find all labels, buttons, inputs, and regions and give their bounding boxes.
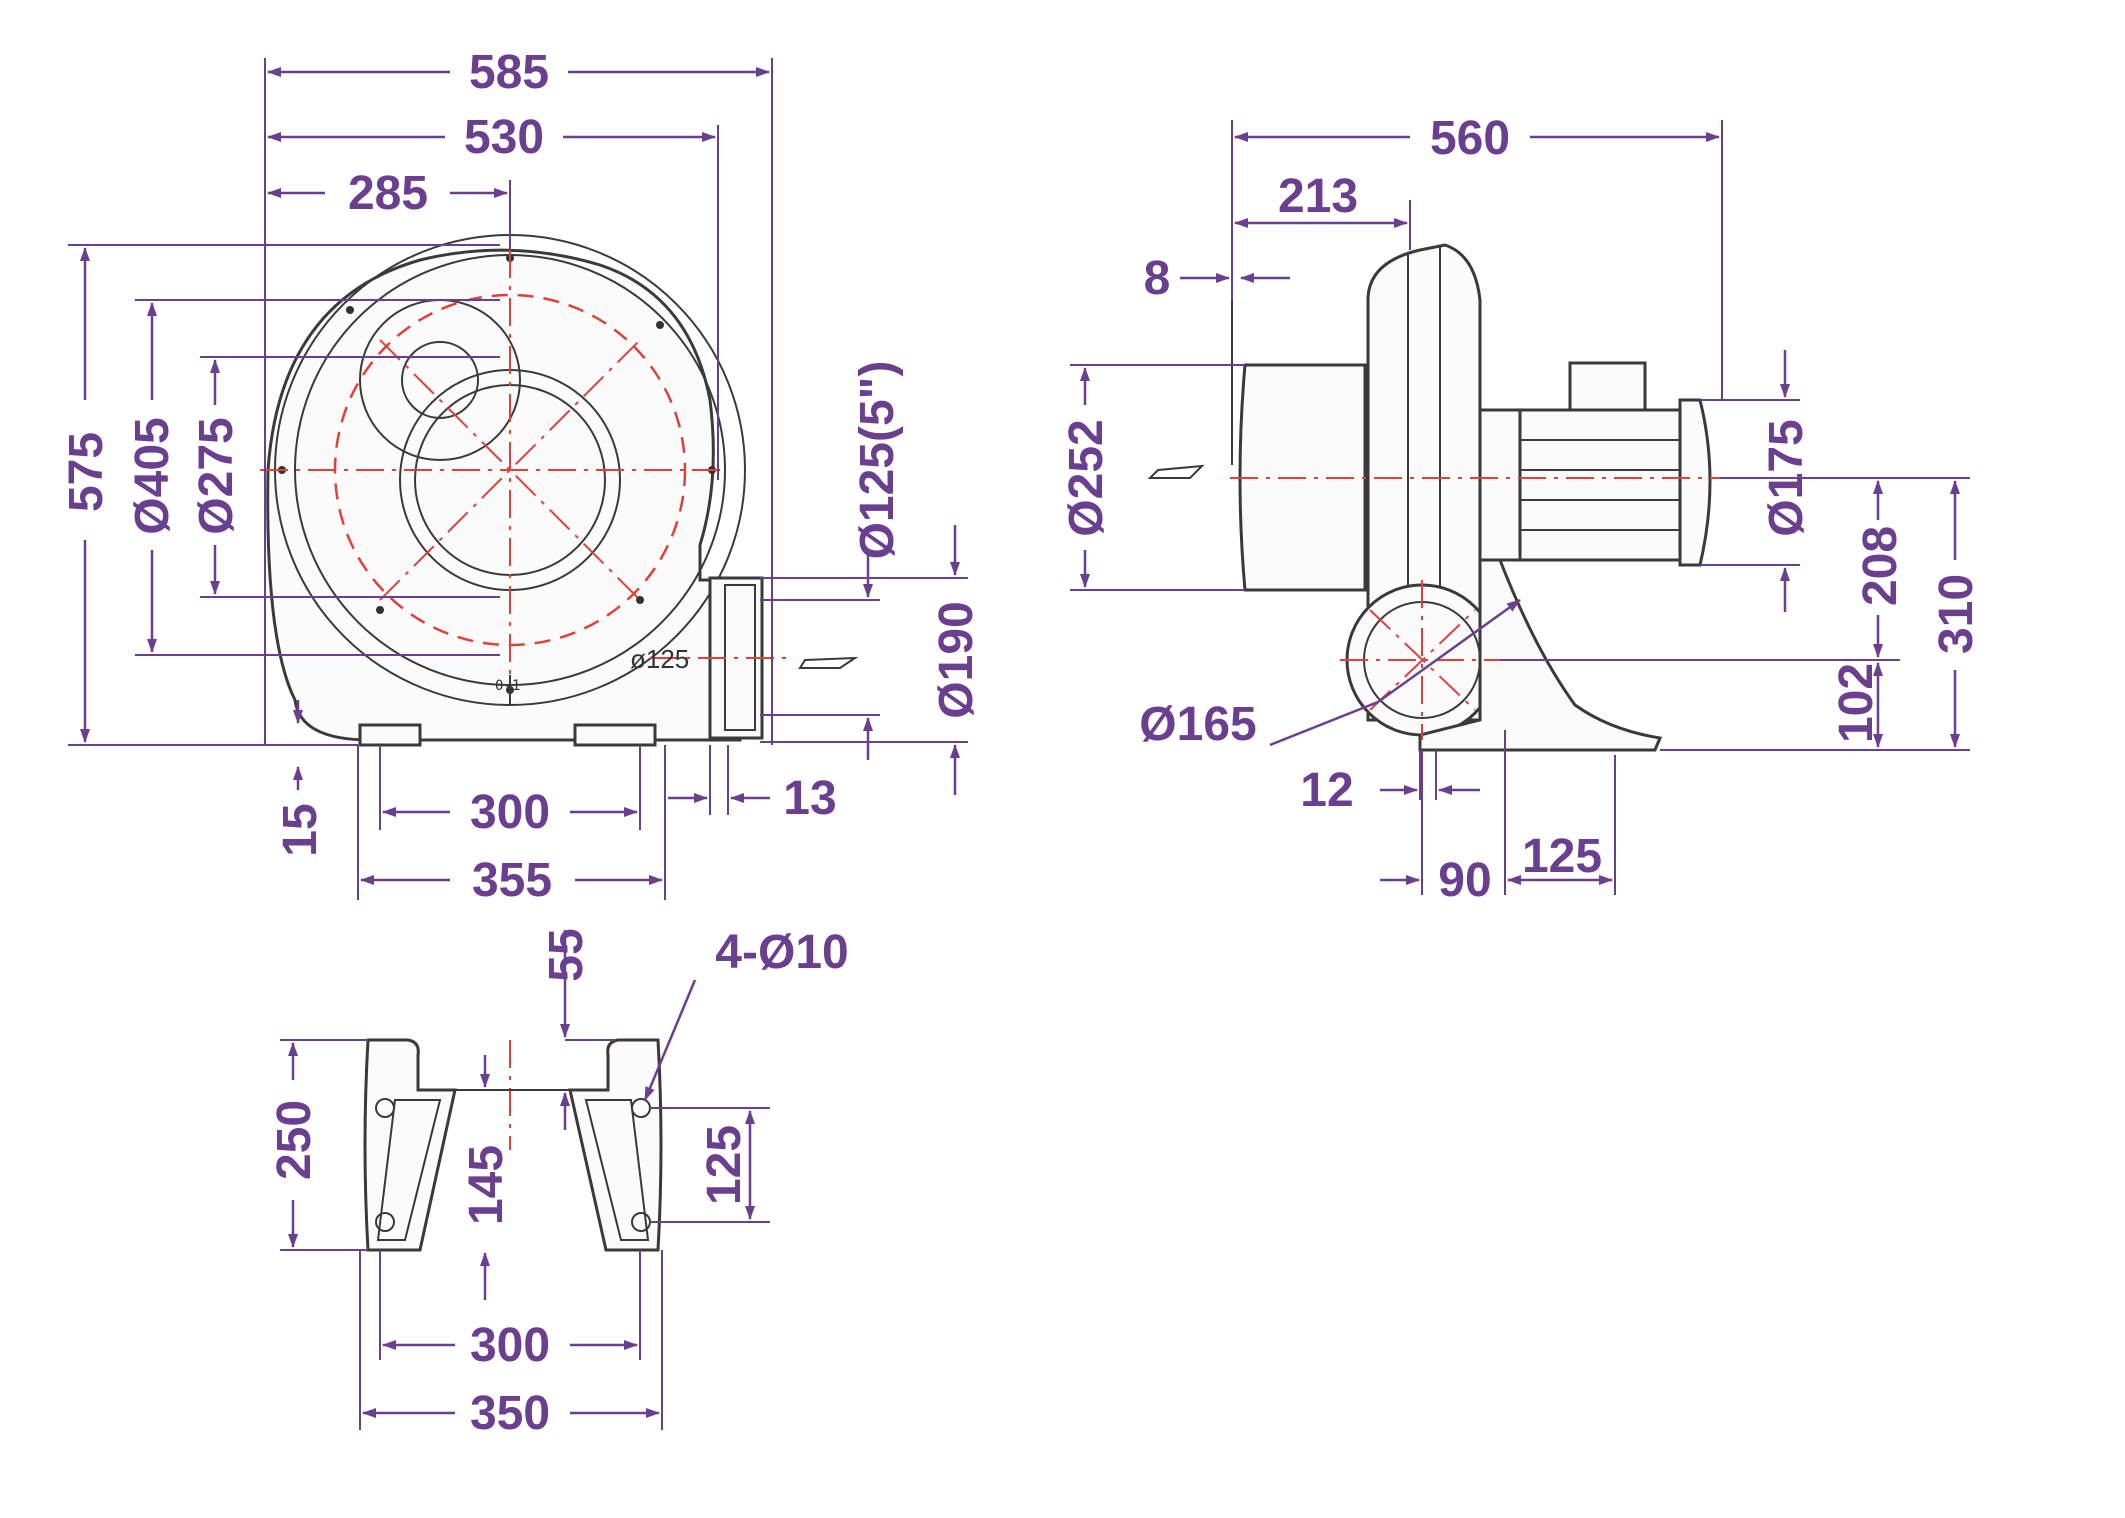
base-plate-right <box>568 1038 663 1252</box>
base-view-dimensions: 4-Ø10 55 250 145 125 300 350 <box>268 926 849 1440</box>
dim-depth-inner: 145 <box>460 1145 513 1225</box>
dim-width-housing: 530 <box>464 111 544 164</box>
dim-center-height: 208 <box>1854 526 1907 606</box>
blower-housing <box>266 248 742 742</box>
base-view <box>363 1038 663 1252</box>
dim-width-center: 285 <box>348 167 428 220</box>
dim-width-overall: 585 <box>469 46 549 99</box>
front-foot-right <box>573 723 657 747</box>
dim-length-overall: 560 <box>1430 112 1510 165</box>
dim-outlet-center-height: 102 <box>1830 663 1883 743</box>
dim-dia-outer: Ø405 <box>126 417 179 534</box>
front-view-dimensions: 585 530 285 575 Ø405 Ø275 Ø125(5") <box>60 46 983 907</box>
front-foot-left <box>358 723 422 747</box>
dim-base-holes: 300 <box>470 786 550 839</box>
dim-outlet-flange: Ø190 <box>930 601 983 718</box>
dim-flange-thickness: 13 <box>783 772 836 825</box>
outlet-tag: ø125 <box>630 644 689 674</box>
dim-hole-spacing-width: 300 <box>470 1319 550 1372</box>
dim-slot-width: 55 <box>540 928 593 981</box>
dim-foot-offset: 12 <box>1300 764 1353 817</box>
dim-plate-thickness: 8 <box>1144 252 1171 305</box>
front-view: ø125 0-1 <box>260 234 859 747</box>
motor-flange <box>1478 408 1522 562</box>
terminal-box <box>1568 361 1647 412</box>
motor-end-cap <box>1678 398 1712 567</box>
dim-dia-inlet: Ø275 <box>190 417 243 534</box>
dim-total-height: 310 <box>1930 574 1983 654</box>
dim-outlet-dia: Ø125(5") <box>851 361 904 560</box>
side-view-dimensions: 560 213 8 Ø252 Ø175 208 102 310 <box>1060 112 1983 907</box>
dim-depth-overall: 250 <box>268 1100 321 1180</box>
dim-dia-outlet: Ø165 <box>1139 698 1256 751</box>
dim-foot-length: 125 <box>1522 830 1602 883</box>
dim-dia-inlet-cover: Ø252 <box>1060 419 1113 536</box>
dim-base-height: 15 <box>274 803 327 856</box>
dim-foot-distance: 90 <box>1438 854 1491 907</box>
dim-length-housing: 213 <box>1278 170 1358 223</box>
dim-base-width: 355 <box>472 854 552 907</box>
dim-width-overall-base: 350 <box>470 1387 550 1440</box>
dim-hole-spacing-depth: 125 <box>698 1125 751 1205</box>
motor-body <box>1518 408 1682 562</box>
marker-text: 0-1 <box>495 678 520 694</box>
dim-hole-spec: 4-Ø10 <box>715 926 848 979</box>
dim-height-overall: 575 <box>60 432 113 512</box>
side-view <box>1147 243 1720 752</box>
motor-cover-hub <box>401 341 479 419</box>
